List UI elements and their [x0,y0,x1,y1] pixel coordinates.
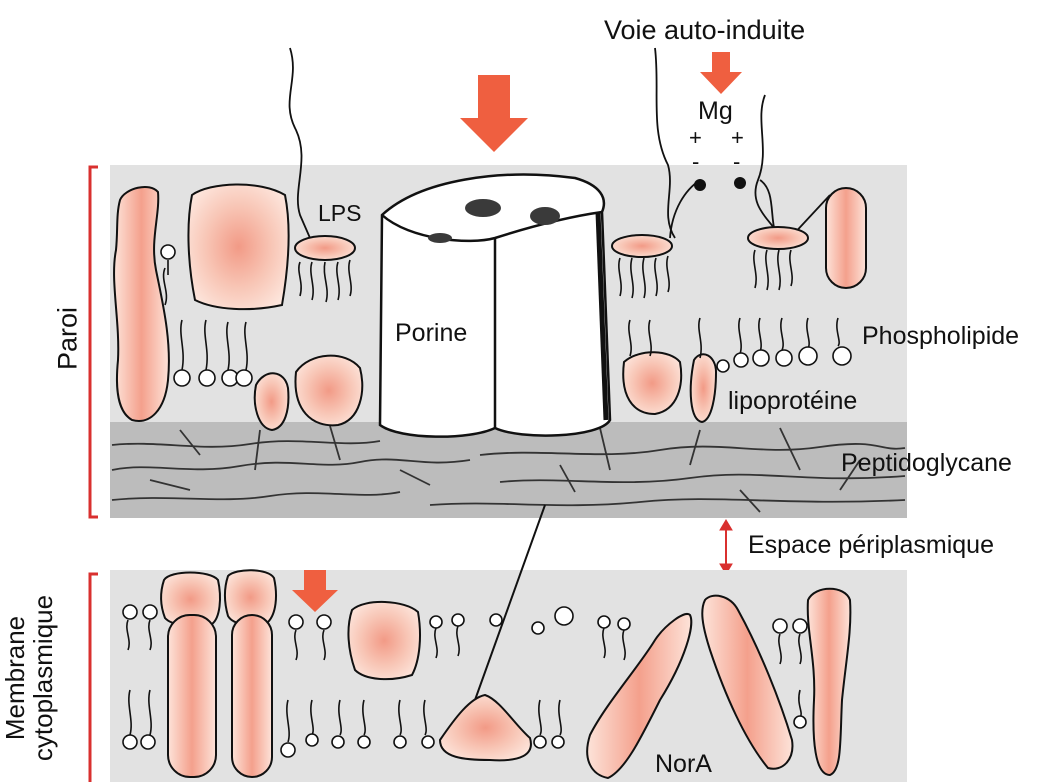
periplasmic-double-arrow [720,520,732,574]
lipoproteine-label: lipoprotéine [728,389,857,414]
mg-label: Mg [698,99,733,124]
porine-label: Porine [395,321,467,346]
cyto-protein-body-1 [168,615,216,777]
membrane-bracket [90,574,98,782]
outer-protein-capsule [826,188,866,288]
mg-plus-1: + [689,127,702,149]
peptidoglycane-label: Peptidoglycane [841,451,1012,476]
mg-minus-2: - [733,151,740,173]
cyto-protein-square [348,602,420,679]
mg-minus-1: - [692,151,699,173]
paroi-bracket [90,167,98,517]
phospholipide-label: Phospholipide [862,324,1019,349]
mg-plus-2: + [731,127,744,149]
lps-label: LPS [318,202,361,225]
arrow-mg [700,52,742,94]
paroi-label: Paroi [55,299,82,379]
outer-protein-small-3 [623,352,681,414]
lps-head-middle [612,235,672,257]
outer-protein-small-1 [255,373,289,430]
lps-head-right [748,227,808,249]
arrow-porine [460,75,528,152]
nora-label: NorA [655,752,712,777]
lps-head-left [295,236,355,260]
membrane-label-line1: Membrane [2,613,28,743]
outer-protein-small-2 [295,356,362,426]
outer-protein-square [188,184,288,309]
espace-periplasmique-label: Espace périplasmique [748,533,994,558]
pathway-title: Voie auto-induite [604,17,805,44]
cyto-protein-body-2 [232,615,272,777]
membrane-label-line2: cytoplasmique [30,593,56,763]
porine-barrel [380,175,610,437]
